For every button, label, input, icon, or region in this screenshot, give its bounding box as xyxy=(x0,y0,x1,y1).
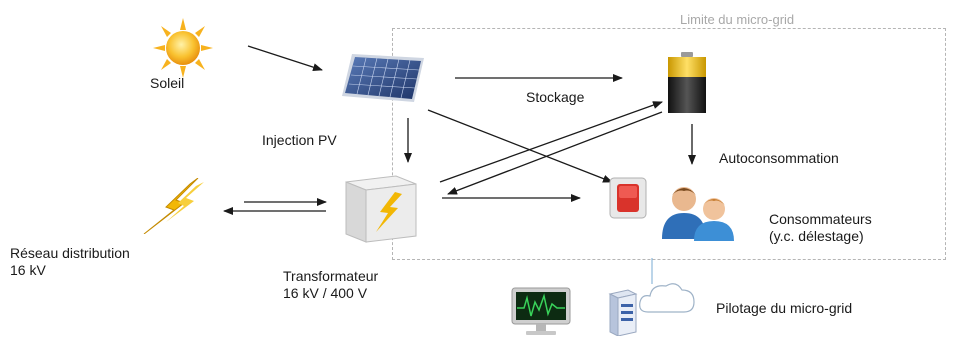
cloud-icon xyxy=(636,280,698,316)
consumers-label-line2: (y.c. délestage) xyxy=(769,228,864,244)
arrow-pv-to-consumers xyxy=(427,109,613,183)
battery-icon xyxy=(664,52,710,114)
users-icon xyxy=(660,183,740,241)
monitor-icon xyxy=(510,286,572,336)
transformer-icon xyxy=(340,172,420,244)
autoconsumption-label: Autoconsommation xyxy=(719,150,839,166)
lightning-bolt-icon xyxy=(138,177,218,235)
transformer-label-line2: 16 kV / 400 V xyxy=(283,285,368,301)
arrow-battery-to-transformer xyxy=(447,111,663,195)
sun-icon xyxy=(150,18,216,78)
grid-label-line1: Réseau distribution xyxy=(10,245,130,261)
solar-panel-icon xyxy=(340,52,426,104)
grid-label-line2: 16 kV xyxy=(10,262,46,278)
arrow-sun-to-pv xyxy=(247,45,323,72)
consumers-label-line1: Consommateurs xyxy=(769,211,872,227)
server-icon xyxy=(606,288,638,337)
pv-injection-label: Injection PV xyxy=(262,132,337,148)
storage-label: Stockage xyxy=(526,89,585,105)
arrow-transformer-to-battery xyxy=(439,101,663,183)
microgrid-boundary-title: Limite du micro-grid xyxy=(680,12,795,27)
sun-label: Soleil xyxy=(150,75,185,91)
transformer-label-line1: Transformateur xyxy=(283,268,379,284)
microgrid-boundary xyxy=(392,28,946,260)
switch-icon xyxy=(608,176,648,220)
control-label: Pilotage du micro-grid xyxy=(716,300,853,316)
